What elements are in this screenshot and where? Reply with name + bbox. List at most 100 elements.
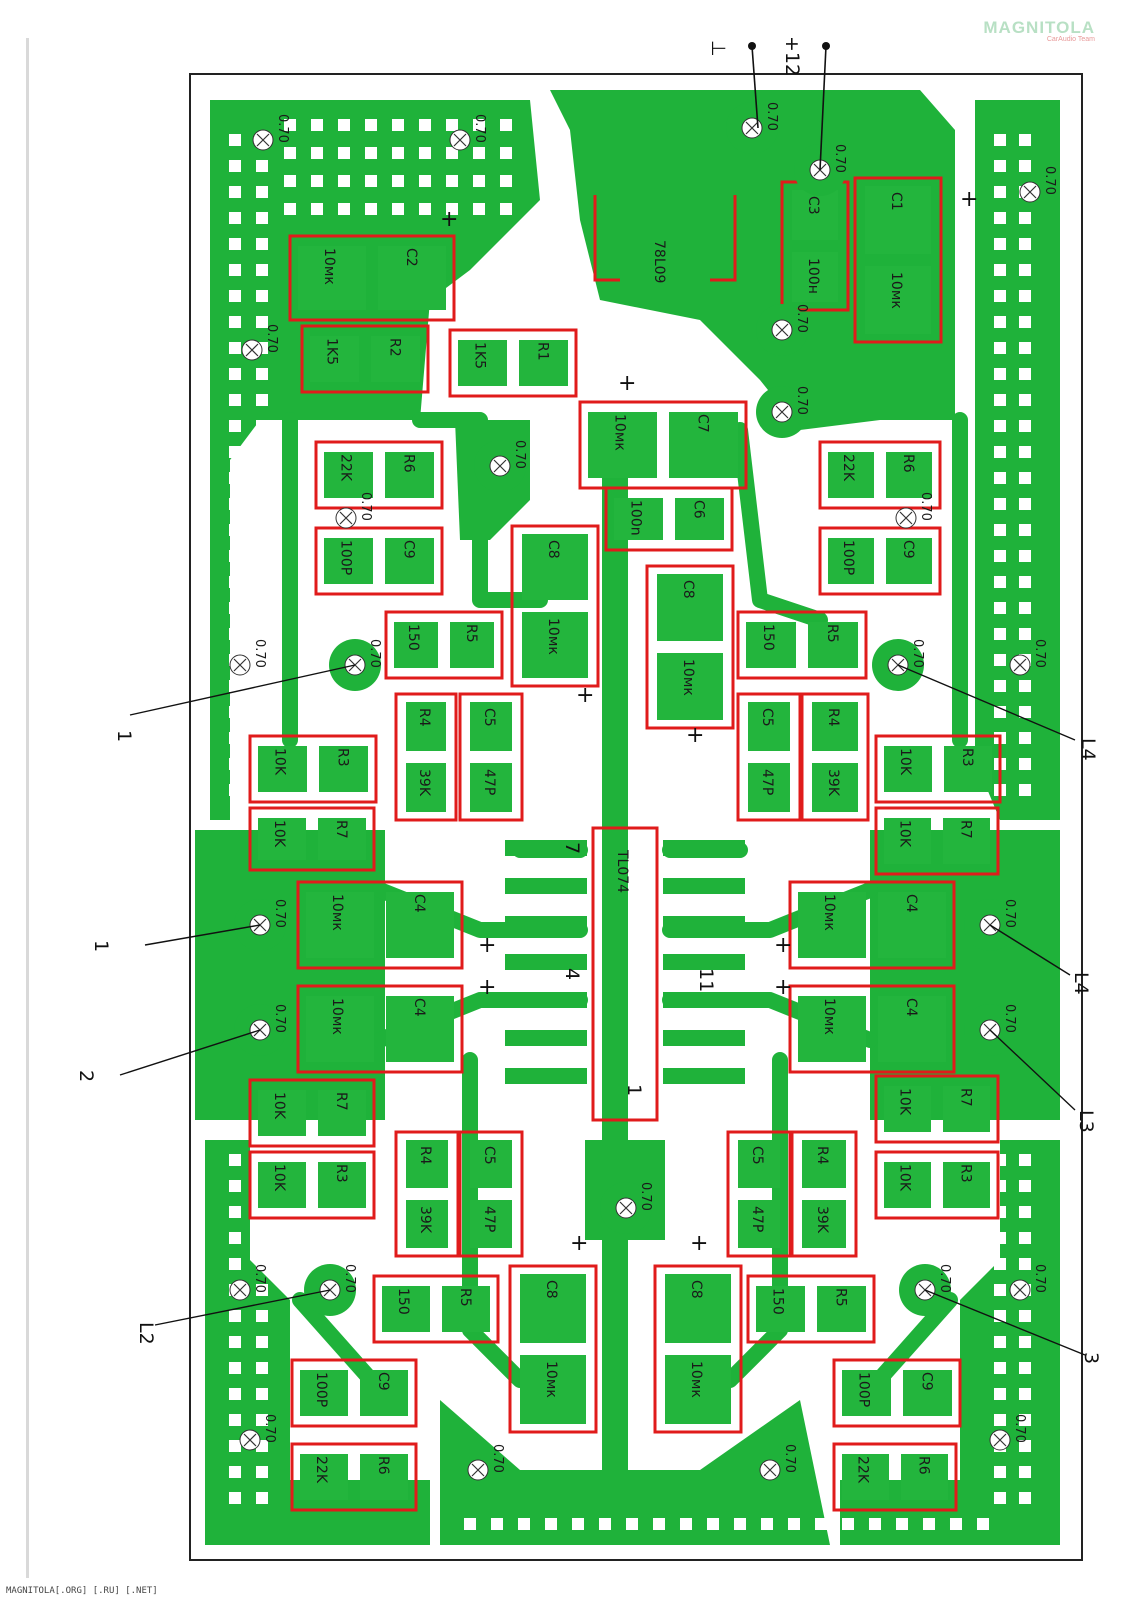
- mounting-hole: 0.70: [474, 440, 527, 492]
- component-value: 100P: [313, 1372, 329, 1407]
- channel-label: 1: [113, 730, 135, 742]
- component-r5: 150 R5: [384, 610, 504, 680]
- drill-cross: [745, 121, 759, 135]
- pad-dot: [1019, 1258, 1031, 1270]
- hole-size-label: 0.70: [1002, 899, 1017, 928]
- pad-dot: [994, 368, 1006, 380]
- solder-pad: [258, 818, 306, 860]
- board-outline: [189, 73, 1083, 1561]
- component-value: 10мк: [545, 618, 561, 655]
- component-value: 10K: [897, 820, 913, 848]
- pad-dot: [599, 1518, 611, 1530]
- ic-pin-pad: [663, 878, 745, 894]
- pad-dot: [994, 602, 1006, 614]
- leader: [129, 664, 356, 716]
- component-value: 22K: [855, 1456, 871, 1484]
- drill-cross: [256, 133, 270, 147]
- pad-dot: [994, 446, 1006, 458]
- solder-pad: [842, 1370, 891, 1416]
- component-outline: [248, 1078, 376, 1148]
- pad-dot: [1019, 1388, 1031, 1400]
- component-ref: R4: [814, 1146, 830, 1165]
- component-outline: [296, 984, 464, 1074]
- page-edge-shadow: [26, 38, 29, 1578]
- component-value: 10K: [271, 820, 287, 848]
- component-ref: R5: [463, 624, 479, 643]
- solder-pad: [450, 622, 494, 668]
- gnd-terminal-dot: [748, 42, 756, 50]
- pad-dot: [256, 238, 268, 250]
- drill-cross: [453, 133, 467, 147]
- pad-dot: [491, 1518, 503, 1530]
- component-ref: C4: [411, 998, 427, 1017]
- component-outline: [736, 610, 868, 680]
- pad-dot: [256, 212, 268, 224]
- component-outline: [874, 734, 1002, 804]
- component-outline: [290, 1442, 418, 1512]
- component-value: 150: [405, 624, 421, 651]
- pad-dot: [229, 1310, 241, 1322]
- ic-pin-pad: [505, 878, 587, 894]
- hole-size-label: 0.70: [1042, 166, 1057, 195]
- solder-pad: [748, 763, 790, 812]
- hole-size-label: 0.70: [832, 144, 847, 173]
- pad-dot: [1019, 342, 1031, 354]
- mounting-hole: 0.70: [329, 639, 382, 691]
- ic-pin-label: 7: [561, 842, 583, 854]
- pad-dot: [1019, 1180, 1031, 1192]
- channel-labels: 1 L4 1 2 L4 L3 L2 3: [75, 730, 1102, 1364]
- pad-dot: [311, 175, 323, 187]
- solder-pad: [318, 1090, 366, 1136]
- solder-pad: [878, 892, 946, 958]
- solder-pad: [470, 702, 512, 751]
- component-outline: [818, 440, 942, 510]
- pad-dot: [311, 147, 323, 159]
- polarity-plus-mark: +: [570, 1231, 588, 1256]
- pad-dot: [545, 1518, 557, 1530]
- pad-dot: [994, 342, 1006, 354]
- hole-size-label: 0.70: [937, 1264, 952, 1293]
- pad-dot: [994, 680, 1006, 692]
- leader: [154, 1289, 331, 1326]
- pad-dot: [392, 119, 404, 131]
- watermark-logo: MAGNITOLA CarAudio Team: [983, 18, 1095, 43]
- component-value: 150: [395, 1288, 411, 1315]
- component-ref: R7: [958, 820, 974, 839]
- solder-pad: [675, 498, 724, 540]
- ic-pin-pad: [505, 840, 587, 856]
- component-ref: C8: [680, 580, 696, 599]
- copper-trace-center: [602, 420, 628, 1540]
- pad-dot: [994, 420, 1006, 432]
- pad-dot: [994, 1388, 1006, 1400]
- component-outline: [248, 734, 378, 804]
- pad-dot: [256, 394, 268, 406]
- mounting-hole: 0.70: [304, 1264, 357, 1316]
- pad-dot: [1019, 1232, 1031, 1244]
- pad-dot: [994, 238, 1006, 250]
- component-outline: [290, 1358, 418, 1428]
- component-ref: C4: [903, 894, 919, 913]
- component-outline: [510, 524, 600, 688]
- ic-pin-pad: [663, 1030, 745, 1046]
- solder-pad: [943, 818, 990, 864]
- regulator-outline: [593, 195, 737, 282]
- component-value: 100н: [805, 258, 821, 294]
- component-value: 22K: [313, 1456, 329, 1484]
- solder-pad: [588, 412, 657, 478]
- component-ref: R7: [333, 1092, 349, 1111]
- pad-dot: [994, 628, 1006, 640]
- drill-cross: [233, 1283, 247, 1297]
- component-ref: R7: [958, 1088, 974, 1107]
- pad-dot: [500, 203, 512, 215]
- hole-size-label: 0.70: [1002, 1004, 1017, 1033]
- component-ref: C4: [903, 998, 919, 1017]
- component-ref: C8: [543, 1280, 559, 1299]
- pad-dot: [500, 119, 512, 131]
- trace: [732, 422, 828, 628]
